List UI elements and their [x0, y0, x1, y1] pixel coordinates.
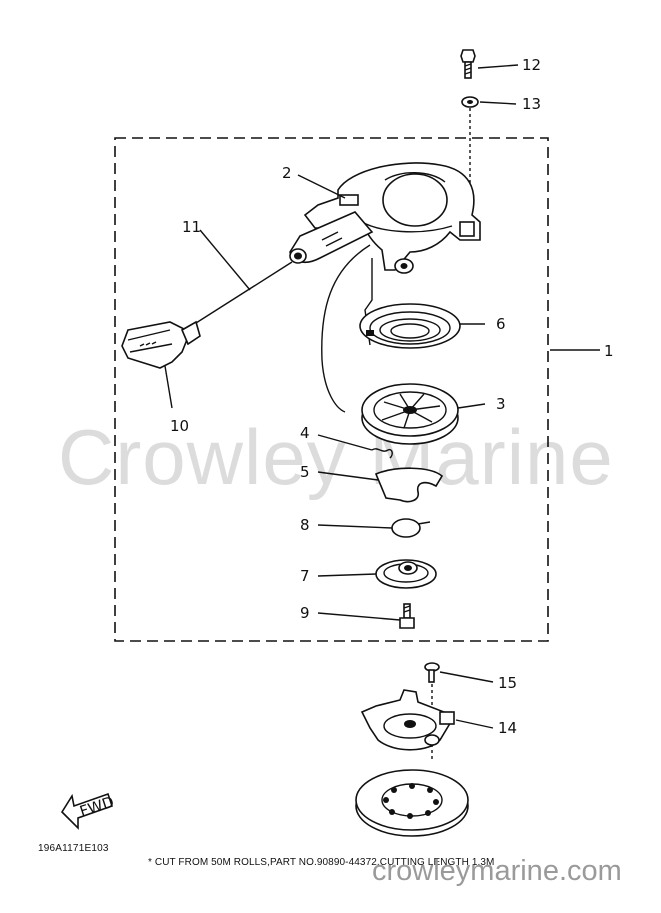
- part-8-friction-spring[interactable]: [391, 518, 431, 538]
- part-7-drive-plate[interactable]: [375, 559, 437, 589]
- callout-7: 7: [300, 567, 310, 585]
- part-11-starter-rope[interactable]: [184, 261, 293, 331]
- callout-14: 14: [498, 719, 517, 737]
- callout-3: 3: [496, 395, 506, 413]
- part-5-ratchet[interactable]: [374, 467, 444, 503]
- callout-6: 6: [496, 315, 506, 333]
- part-14-starter-pulley[interactable]: [360, 689, 455, 751]
- part-10-starter-handle[interactable]: [121, 320, 201, 369]
- part-15-screw[interactable]: [424, 662, 440, 683]
- part-6-recoil-spring[interactable]: [359, 303, 461, 349]
- flywheel-plate: [355, 769, 469, 837]
- part-13-washer[interactable]: [461, 96, 479, 108]
- watermark-text: Crowley Marine: [58, 413, 614, 501]
- callout-8: 8: [300, 516, 310, 534]
- part-4-spring[interactable]: [371, 448, 393, 459]
- callout-2: 2: [282, 164, 292, 182]
- callout-13: 13: [522, 95, 541, 113]
- callout-4: 4: [300, 424, 310, 442]
- rope-footnote: * CUT FROM 50M ROLLS,PART NO.90890-44372…: [148, 857, 495, 868]
- callout-1: 1: [604, 342, 614, 360]
- part-2-handle-arm: [289, 211, 374, 264]
- callout-12: 12: [522, 56, 541, 74]
- part-9-screw[interactable]: [399, 603, 415, 629]
- part-3-rope-pulley[interactable]: [361, 383, 459, 445]
- part-12-bolt[interactable]: [460, 49, 476, 79]
- watermark-url: crowleymarine.com: [372, 855, 622, 887]
- callout-9: 9: [300, 604, 310, 622]
- callout-15: 15: [498, 674, 517, 692]
- part-2-starter-case[interactable]: [303, 162, 481, 274]
- assembly-boundary: [114, 137, 549, 642]
- callout-10: 10: [170, 417, 189, 435]
- drawing-code: 196A1171E103: [38, 843, 109, 854]
- fwd-arrow-icon: FWD: [60, 793, 116, 830]
- callout-11: 11: [182, 218, 201, 236]
- fwd-label: FWD: [77, 793, 116, 821]
- callout-5: 5: [300, 463, 310, 481]
